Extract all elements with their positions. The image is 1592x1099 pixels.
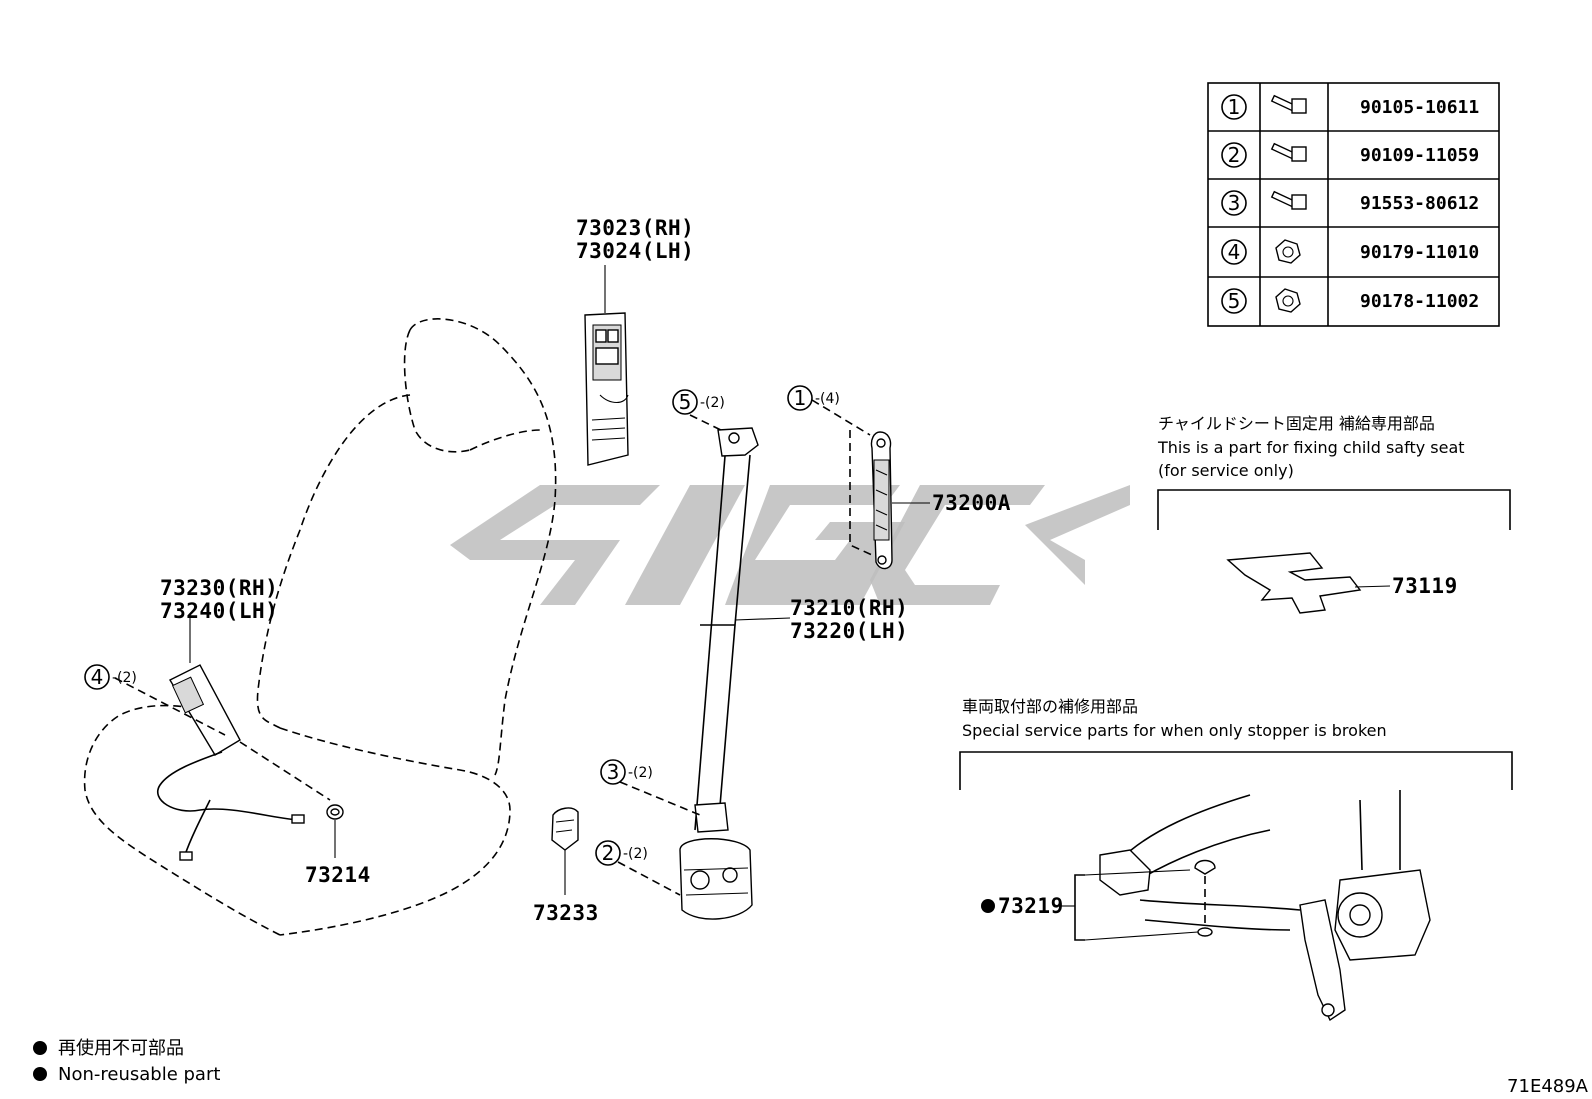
table-row-2: 2 90109-11059: [1221, 142, 1479, 168]
callout-fastener-4: 4 -(2): [84, 664, 137, 690]
callout-fastener-2: 2 -(2): [595, 840, 681, 896]
legend: 再使用不可部品 Non-reusable part: [33, 1038, 220, 1085]
svg-text:2: 2: [1228, 143, 1241, 167]
nut-icon: [1275, 239, 1301, 264]
bolt-icon: [1270, 94, 1307, 114]
label-73233: 73233: [533, 901, 599, 925]
diagram-code: 71E489A: [1507, 1076, 1589, 1097]
svg-text:90105-10611: 90105-10611: [1360, 97, 1479, 118]
svg-text:-(2): -(2): [112, 670, 137, 686]
svg-text:1: 1: [1228, 95, 1241, 119]
svg-text:2: 2: [602, 841, 615, 865]
bolt-icon: [1270, 142, 1307, 162]
label-73210: 73210(RH): [790, 596, 908, 620]
svg-text:91553-80612: 91553-80612: [1360, 193, 1479, 214]
svg-text:1: 1: [794, 386, 807, 410]
svg-text:-(4): -(4): [815, 391, 840, 407]
note-child-seat-en1: This is a part for fixing child safty se…: [1157, 438, 1465, 457]
part-73230-buckle: [114, 615, 331, 861]
svg-text:90178-11002: 90178-11002: [1360, 291, 1479, 312]
part-73200a-adjuster: [811, 399, 930, 570]
legend-en: Non-reusable part: [58, 1064, 220, 1085]
note-stopper-en: Special service parts for when only stop…: [962, 721, 1387, 740]
nut-icon: [1275, 288, 1301, 313]
svg-text:4: 4: [91, 665, 104, 689]
table-row-5: 5 90178-11002: [1221, 288, 1479, 314]
table-row-1: 1 90105-10611: [1221, 94, 1479, 120]
svg-text:90109-11059: 90109-11059: [1360, 145, 1479, 166]
label-73220: 73220(LH): [790, 619, 908, 643]
bolt-icon: [1270, 190, 1307, 210]
watermark-logo: [450, 485, 1130, 605]
svg-text:-(2): -(2): [700, 395, 725, 411]
svg-text:3: 3: [1228, 191, 1241, 215]
fastener-table: [1207, 82, 1500, 327]
label-73024: 73024(LH): [576, 239, 694, 263]
label-73230: 73230(RH): [160, 576, 278, 600]
note-child-seat-jp: チャイルドシート固定用 補給専用部品: [1158, 414, 1435, 433]
legend-dot-icon: [33, 1041, 47, 1055]
table-row-3: 3 91553-80612: [1221, 190, 1479, 216]
part-73210-seatbelt: [679, 427, 791, 920]
part-73233-cover: [551, 807, 579, 895]
legend-jp: 再使用不可部品: [58, 1038, 184, 1059]
svg-text:3: 3: [607, 760, 620, 784]
seat-outline: [83, 318, 557, 936]
part-73023-cover: [584, 265, 629, 466]
svg-text:90179-11010: 90179-11010: [1360, 242, 1479, 263]
callout-fastener-3: 3 -(2): [600, 759, 701, 816]
svg-text:5: 5: [679, 390, 692, 414]
svg-text:-(2): -(2): [628, 765, 653, 781]
svg-text:4: 4: [1228, 240, 1241, 264]
label-73023: 73023(RH): [576, 216, 694, 240]
label-73214: 73214: [305, 863, 371, 887]
part-73219-detail: [981, 790, 1431, 1022]
part-73214-washer: [326, 804, 344, 858]
part-73119-plate: [1226, 552, 1391, 614]
label-73240: 73240(LH): [160, 599, 278, 623]
table-row-4: 4 90179-11010: [1221, 239, 1479, 265]
svg-text:-(2): -(2): [623, 846, 648, 862]
label-73119: 73119: [1392, 574, 1458, 598]
callout-fastener-1: 1 -(4): [787, 385, 840, 411]
note-child-seat-en2: (for service only): [1158, 461, 1294, 480]
legend-dot-icon: [33, 1067, 47, 1081]
callout-fastener-5: 5 -(2): [672, 389, 726, 433]
bracket-stopper: [959, 751, 1513, 790]
label-73219: 73219: [998, 894, 1064, 918]
note-stopper-jp: 車両取付部の補修用部品: [962, 697, 1138, 716]
label-73200a: 73200A: [932, 491, 1011, 515]
svg-text:5: 5: [1228, 289, 1241, 313]
bracket-child-seat: [1157, 489, 1511, 530]
